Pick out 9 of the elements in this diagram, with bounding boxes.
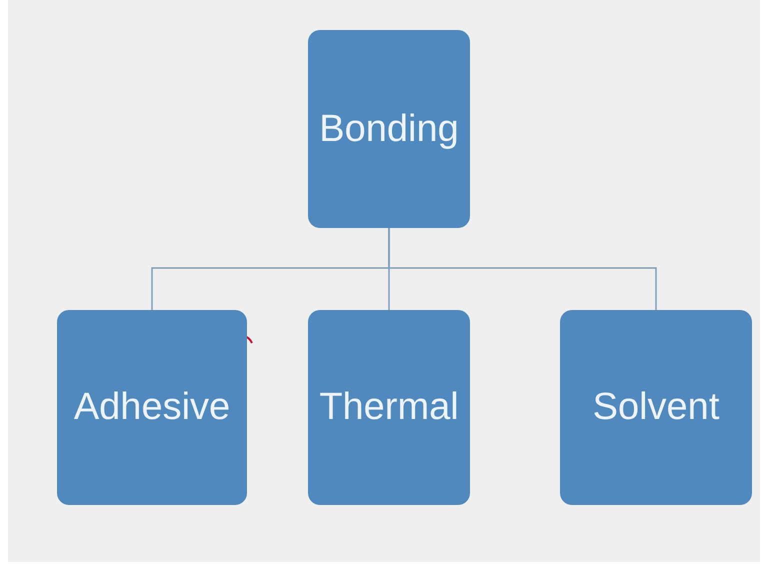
node-label: Bonding	[319, 108, 459, 150]
node-label: Adhesive	[74, 386, 230, 429]
category-box	[560, 310, 752, 505]
connector-line	[388, 228, 657, 310]
node-label: Solvent	[592, 386, 720, 429]
category-box	[308, 30, 470, 228]
category-box	[57, 310, 247, 505]
category-box	[308, 310, 470, 505]
node-label: Thermal	[319, 386, 459, 429]
